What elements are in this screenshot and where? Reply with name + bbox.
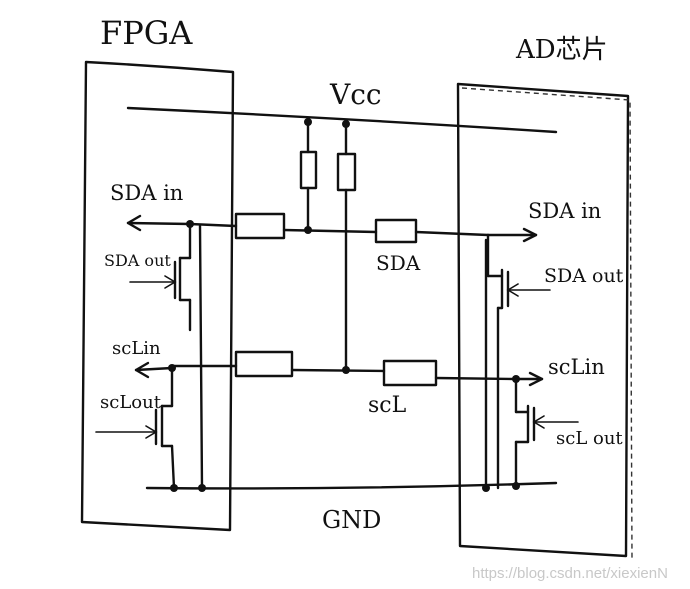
scl-pullup-resistor: [336, 120, 357, 372]
fpga-sda-in-arrow: [126, 214, 192, 232]
fpga-scl-out-transistor: [95, 366, 176, 490]
sda-bus-line: [188, 212, 538, 244]
fpga-ground-line: [198, 224, 204, 490]
fpga-scl-out-label: scLout: [100, 392, 162, 413]
vcc-label: Vcc: [329, 78, 382, 111]
sda-bus-label: SDA: [376, 251, 421, 275]
fpga-label: FPGA: [100, 14, 193, 52]
ad-sda-in-label: SDA in: [528, 199, 601, 223]
vcc-rail: [126, 106, 558, 134]
ad-chip-block: [456, 82, 633, 559]
sda-pullup-resistor: [299, 116, 318, 232]
fpga-sda-out-transistor: [129, 222, 192, 332]
scl-bus-label: scL: [368, 393, 407, 418]
ad-scl-in-label: scLin: [548, 355, 605, 379]
gnd-label: GND: [322, 506, 381, 534]
ad-scl-out-transistor: [514, 377, 579, 488]
gnd-rail: [145, 481, 558, 490]
scl-bus-line: [170, 350, 544, 387]
fpga-block: [80, 60, 235, 532]
ad-scl-out-label: scL out: [556, 428, 623, 449]
ad-sda-out-label: SDA out: [544, 265, 624, 287]
ad-chip-label: AD芯片: [515, 35, 608, 65]
fpga-scl-in-label: scLin: [112, 338, 161, 359]
fpga-scl-in-arrow: [134, 361, 174, 379]
fpga-sda-out-label: SDA out: [104, 251, 171, 270]
fpga-sda-in-label: SDA in: [110, 181, 183, 205]
ad-sda-out-transistor: [486, 233, 551, 490]
watermark: https://blog.csdn.net/xiexienN: [472, 565, 668, 582]
junction-dots: [168, 118, 520, 492]
